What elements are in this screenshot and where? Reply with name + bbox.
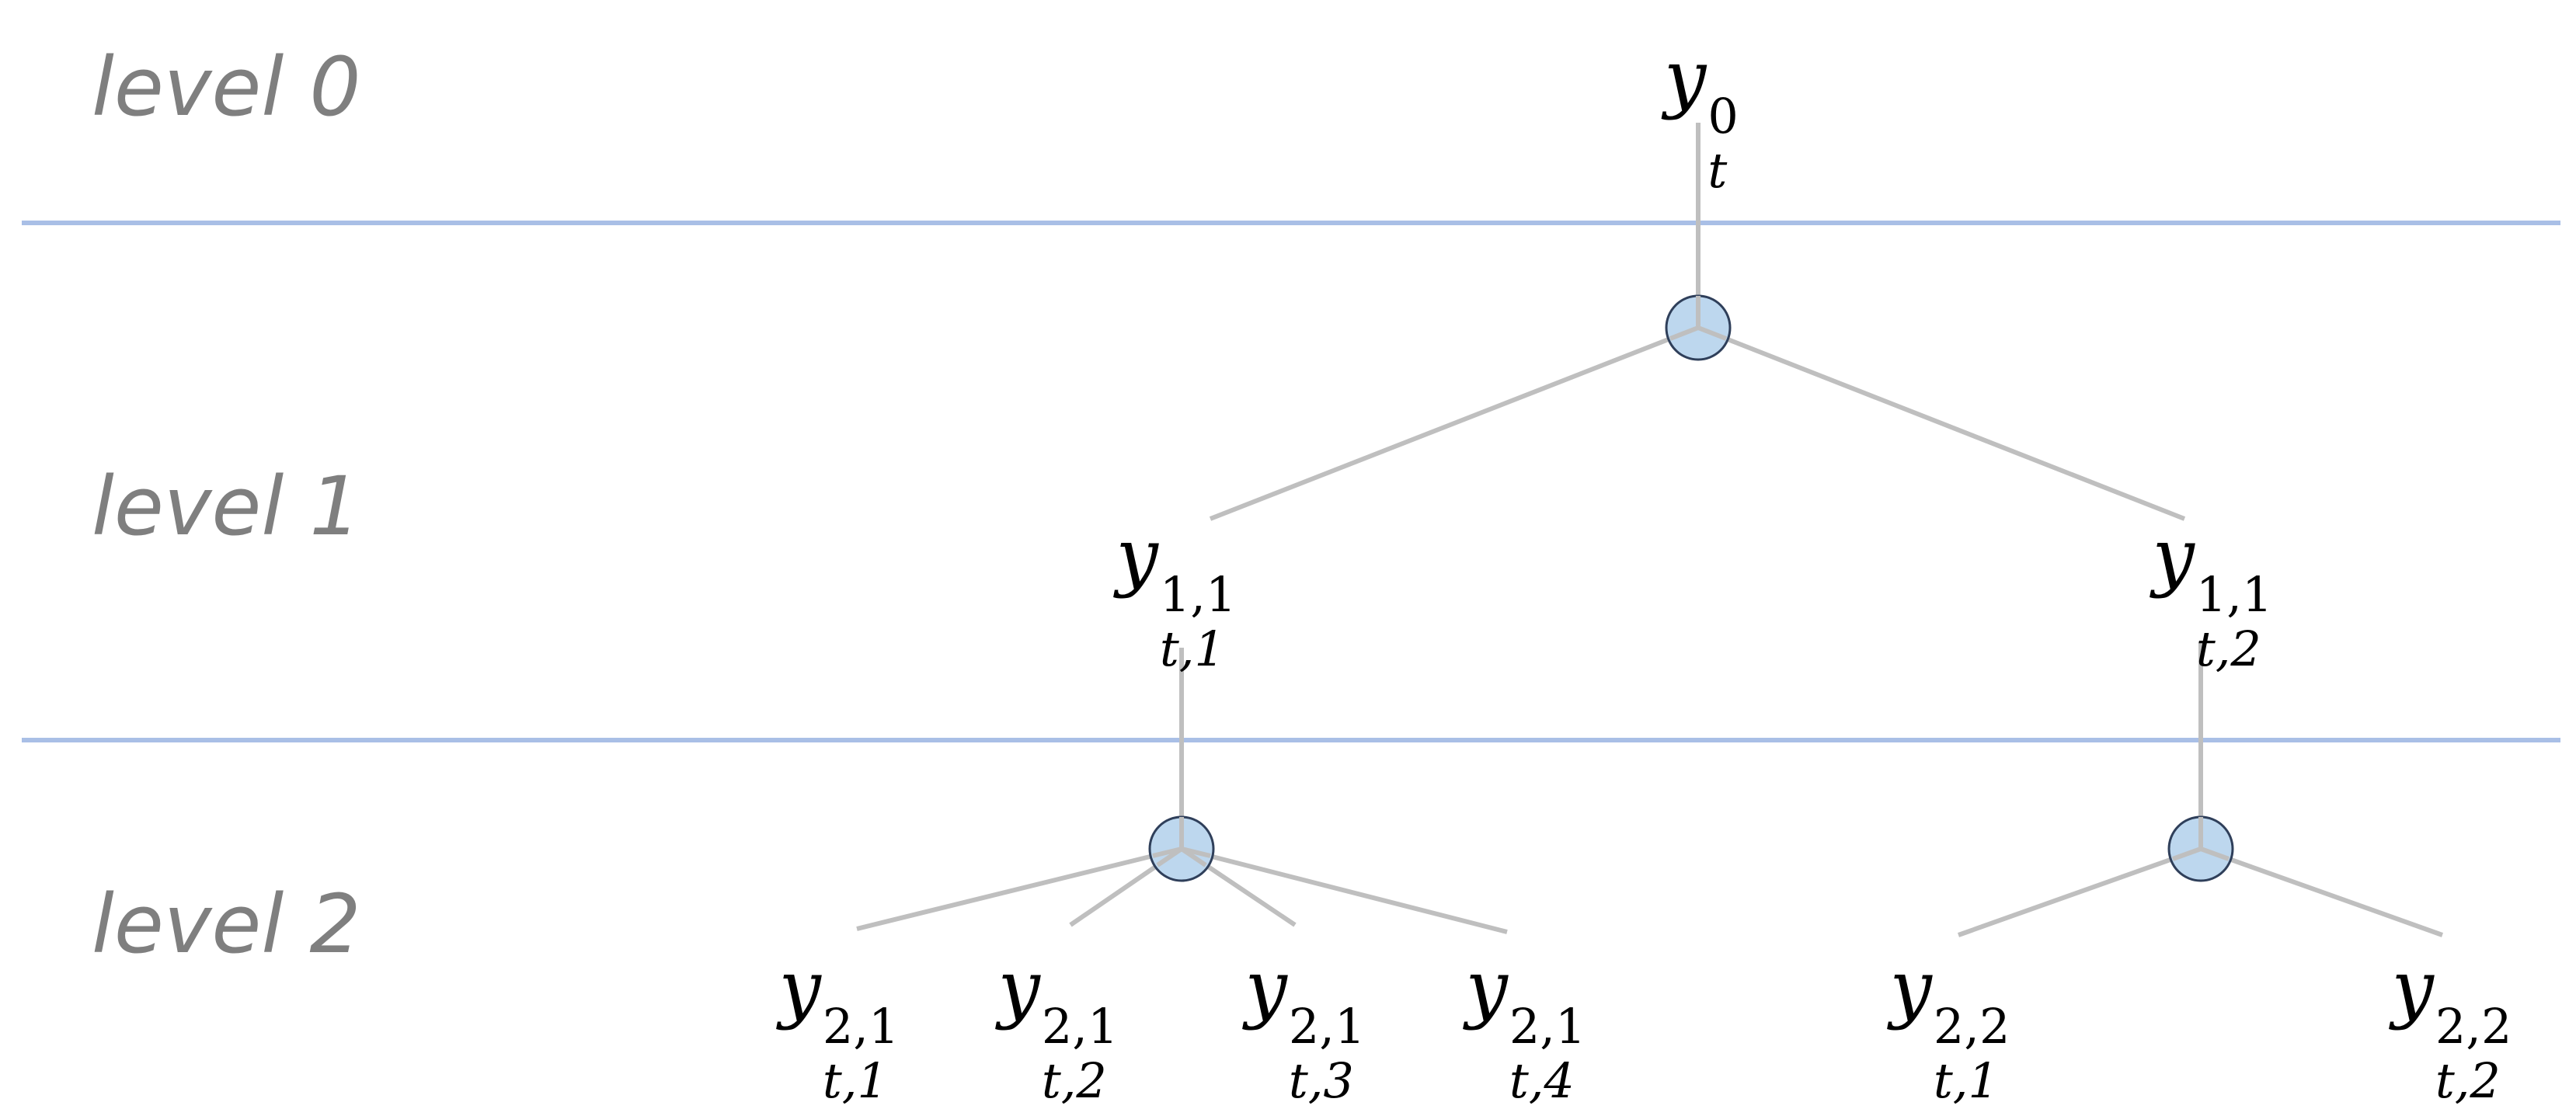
node-l2-6-base: y [2391,944,2434,1031]
node-l2-5-sub: t,1 [1933,1052,1999,1109]
node-root-sub: t [1707,142,1728,199]
edge-j2-to-l2-6 [2199,847,2444,937]
node-l2-5-sup: 2,2 [1933,998,2010,1055]
edge-j2-to-l2-5 [1957,847,2202,937]
spoke-root-right [1697,325,1728,341]
node-l1-2-base: y [2152,513,2195,600]
node-l1-1-sup: 1,1 [1159,566,1237,623]
level-1-label: level 1 [92,459,361,554]
node-l1-1-base: y [1116,513,1158,600]
spoke-j1-b [1156,847,1183,867]
spoke-j2-a [2171,847,2202,861]
node-l2-3-sup: 2,1 [1288,998,1366,1055]
node-l2-3-sub: t,3 [1288,1052,1354,1109]
node-l1-2-sub: t,2 [2195,621,2261,677]
node-l2-2-sub: t,2 [1041,1052,1107,1109]
node-root-sup: 0 [1707,88,1739,144]
level-0-label: level 0 [92,40,361,134]
node-l2-2-sup: 2,1 [1041,998,1119,1055]
node-l2-3-base: y [1244,944,1287,1031]
tree-canvas [22,123,2560,937]
node-l2-4-sub: t,4 [1509,1052,1575,1109]
node-l2-4-sup: 2,1 [1509,998,1586,1055]
edge-root-to-l1-2 [1697,325,2186,521]
node-l2-1-sup: 2,1 [822,998,900,1055]
node-l1-2-sup: 1,1 [2195,566,2273,623]
node-l2-2-base: y [997,944,1040,1031]
node-l1-1-sub: t,1 [1159,621,1225,677]
node-l2-5-base: y [1889,944,1932,1031]
edge-root-to-l1-1 [1209,325,1700,521]
node-root-base: y [1664,34,1707,121]
level-2-label: level 2 [92,877,361,972]
node-l2-6-sub: t,2 [2435,1052,2501,1109]
spoke-root-left [1669,325,1700,341]
node-l2-6-sup: 2,2 [2435,998,2512,1055]
node-l2-1-sub: t,1 [822,1052,888,1109]
spoke-j1-d [1181,847,1211,858]
node-l2-1-base: y [778,944,821,1031]
edge-j1-to-l2-1 [856,847,1182,931]
edge-j1-to-l2-4 [1181,847,1508,934]
node-l2-4-base: y [1465,944,1508,1031]
spoke-j2-b [2199,847,2230,861]
